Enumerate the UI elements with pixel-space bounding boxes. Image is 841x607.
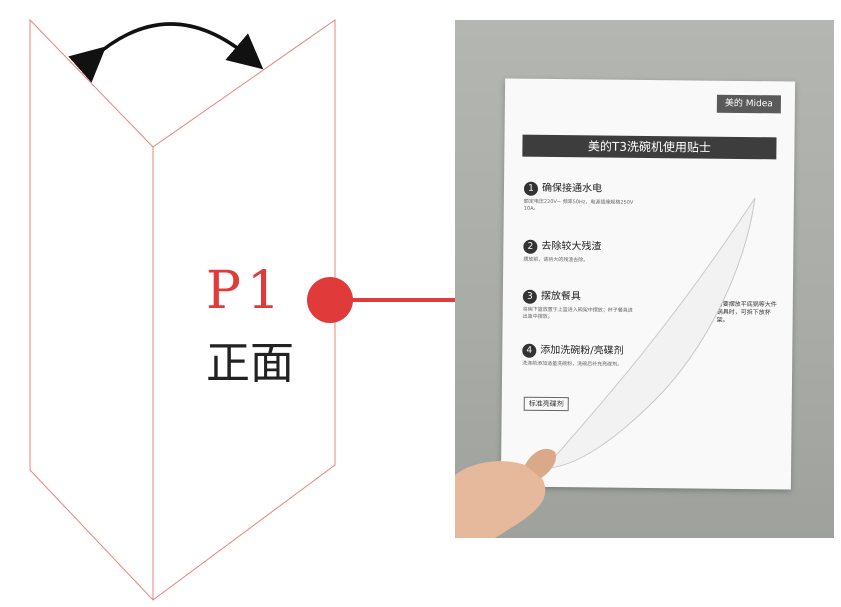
page-curl	[455, 197, 756, 538]
thumb	[525, 448, 557, 478]
fold-direction-arrow	[68, 22, 264, 83]
folded-sheet-outline	[29, 18, 336, 601]
curled-page-back	[543, 197, 756, 469]
page-label-p1: P1	[206, 261, 287, 321]
hand	[455, 461, 546, 538]
front-face-label: 正面	[206, 338, 294, 389]
callout-dot	[307, 277, 353, 323]
